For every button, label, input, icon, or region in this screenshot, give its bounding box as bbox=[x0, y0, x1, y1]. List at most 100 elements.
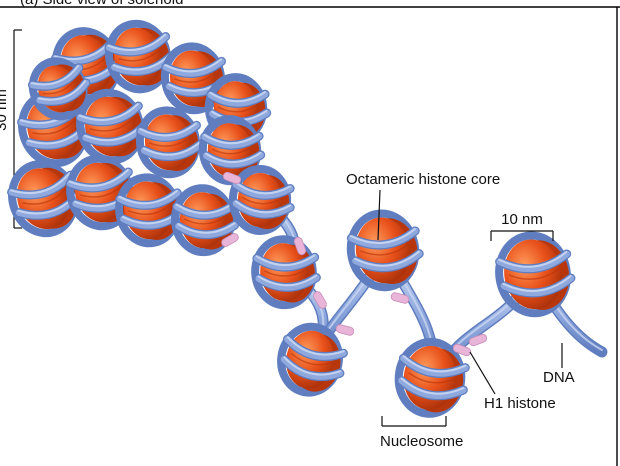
dna-wrap-front bbox=[496, 250, 570, 273]
leader-h1 bbox=[469, 351, 496, 395]
h1-histone-protein bbox=[468, 333, 488, 347]
dna-wrap-front bbox=[352, 250, 423, 271]
dna-wrap-front-highlight bbox=[257, 274, 318, 287]
dna-wrap-front-highlight bbox=[234, 200, 292, 214]
dna-wrap-front-highlight bbox=[354, 250, 420, 267]
nucleosome bbox=[346, 209, 424, 292]
dna-wrap-front-highlight bbox=[78, 103, 139, 121]
dna-wrap-front-highlight bbox=[205, 151, 262, 164]
histone-core-seam bbox=[32, 118, 77, 135]
nucleosome bbox=[251, 235, 321, 310]
dna-wrap-front-highlight bbox=[118, 189, 178, 205]
dna-wrap-front-highlight bbox=[107, 33, 167, 52]
dna-wrap-front bbox=[400, 354, 469, 377]
scale-bracket-10nm bbox=[490, 230, 554, 241]
dna-wrap-front-highlight bbox=[9, 172, 71, 195]
histone-core-seam bbox=[22, 188, 67, 205]
histone-core-seam bbox=[508, 267, 561, 280]
dna-wrap-front-highlight bbox=[400, 377, 465, 395]
label-10nm: 10 nm bbox=[501, 211, 543, 228]
dna-wrap-front bbox=[253, 254, 318, 271]
label-h1-histone: H1 histone bbox=[484, 395, 556, 412]
dna-wrap-front bbox=[105, 33, 169, 56]
dna-wrap-front bbox=[284, 336, 347, 360]
dna-wrap-front-highlight bbox=[68, 169, 129, 187]
dna-wrap-front bbox=[8, 171, 74, 199]
dna-wrap-front bbox=[162, 58, 225, 77]
dna-wrap-front-highlight bbox=[139, 122, 198, 137]
nucleosome bbox=[171, 184, 240, 257]
h1-histone-protein bbox=[293, 236, 307, 256]
nucleosome bbox=[495, 231, 576, 318]
dna-wrap-front bbox=[232, 181, 294, 199]
histone-core-seam bbox=[264, 268, 308, 277]
dna-wrap-front-highlight bbox=[502, 275, 572, 292]
panel-title: (a) Side view of solenoid bbox=[20, 0, 183, 8]
dna-wrap-front-highlight bbox=[255, 254, 316, 267]
h1-histone-layer bbox=[221, 171, 488, 357]
dna-wrap-front-highlight bbox=[37, 80, 87, 101]
dna-wrap-front bbox=[175, 221, 238, 238]
h1-histone-protein bbox=[390, 292, 410, 304]
dna-wrap-front-highlight bbox=[234, 181, 292, 195]
histone-core-seam bbox=[211, 146, 253, 155]
dna-wrap-front bbox=[140, 141, 204, 160]
histone-core-seam bbox=[79, 184, 124, 198]
dna-wrap-front-highlight bbox=[402, 355, 467, 373]
dna-wrap-front-highlight bbox=[286, 336, 345, 356]
dna-wrap-front bbox=[201, 132, 263, 149]
histone-core-seam bbox=[148, 136, 191, 147]
dna-wrap-front-highlight bbox=[164, 58, 223, 73]
histone-core-seam bbox=[183, 216, 226, 225]
dna-wrap-front-highlight bbox=[350, 227, 416, 244]
nucleosome bbox=[27, 57, 91, 121]
dna-wrap-front bbox=[232, 200, 294, 218]
h1-histone-protein bbox=[222, 171, 242, 185]
dna-wrap-front bbox=[203, 151, 264, 168]
histone-core-seam bbox=[173, 72, 216, 83]
histone-core-seam bbox=[42, 78, 77, 95]
dna-wrap-front-highlight bbox=[175, 202, 234, 215]
h1-histone-protein bbox=[221, 233, 239, 247]
histone-core bbox=[237, 173, 283, 227]
nucleosome-layer bbox=[7, 19, 576, 418]
nucleosome bbox=[228, 165, 295, 235]
dna-wrap-front bbox=[348, 227, 419, 249]
dna-wrap-front bbox=[76, 102, 142, 126]
dna-wrap-front-highlight bbox=[283, 356, 342, 376]
dna-wrap-front-highlight bbox=[209, 91, 266, 103]
label-nucleosome: Nucleosome bbox=[380, 433, 463, 450]
scale-label-30nm: 30 nm bbox=[0, 89, 10, 131]
dna-wrap-front bbox=[207, 90, 269, 107]
histone-core-seam bbox=[360, 243, 410, 256]
dna-wrap-front bbox=[398, 377, 467, 399]
leader-core bbox=[377, 189, 381, 241]
histone-core-seam bbox=[89, 118, 134, 132]
nucleosome bbox=[277, 322, 348, 397]
dna-wrap-front bbox=[173, 202, 237, 219]
nucleosome bbox=[135, 106, 205, 179]
dna-wrap-front-highlight bbox=[30, 64, 80, 86]
dna-wrap-front bbox=[29, 64, 83, 90]
dna-wrap-front bbox=[116, 189, 181, 209]
dna-wrap-front bbox=[137, 122, 200, 141]
dna-wrap-front bbox=[280, 356, 344, 380]
histone-core-seam bbox=[128, 204, 172, 216]
nucleosome-bracket bbox=[381, 416, 447, 427]
dna-wrap-front-highlight bbox=[177, 222, 236, 234]
dna-wrap-front bbox=[36, 79, 90, 105]
dna-wrap-front bbox=[66, 168, 132, 192]
dna-wrap-front-highlight bbox=[203, 133, 260, 145]
label-dna: DNA bbox=[543, 369, 575, 386]
dna-wrap-front-highlight bbox=[498, 250, 568, 268]
h1-histone-protein bbox=[313, 291, 327, 309]
histone-core-seam bbox=[118, 48, 161, 62]
h1-histone-protein bbox=[335, 324, 355, 336]
dna-wrap-front bbox=[500, 274, 575, 297]
dna-wrap-front-highlight bbox=[142, 141, 201, 156]
histone-core-seam bbox=[408, 372, 456, 384]
label-octameric-histone-core: Octameric histone core bbox=[346, 171, 500, 188]
histone-core-seam bbox=[290, 352, 334, 366]
nucleosome bbox=[394, 337, 470, 418]
